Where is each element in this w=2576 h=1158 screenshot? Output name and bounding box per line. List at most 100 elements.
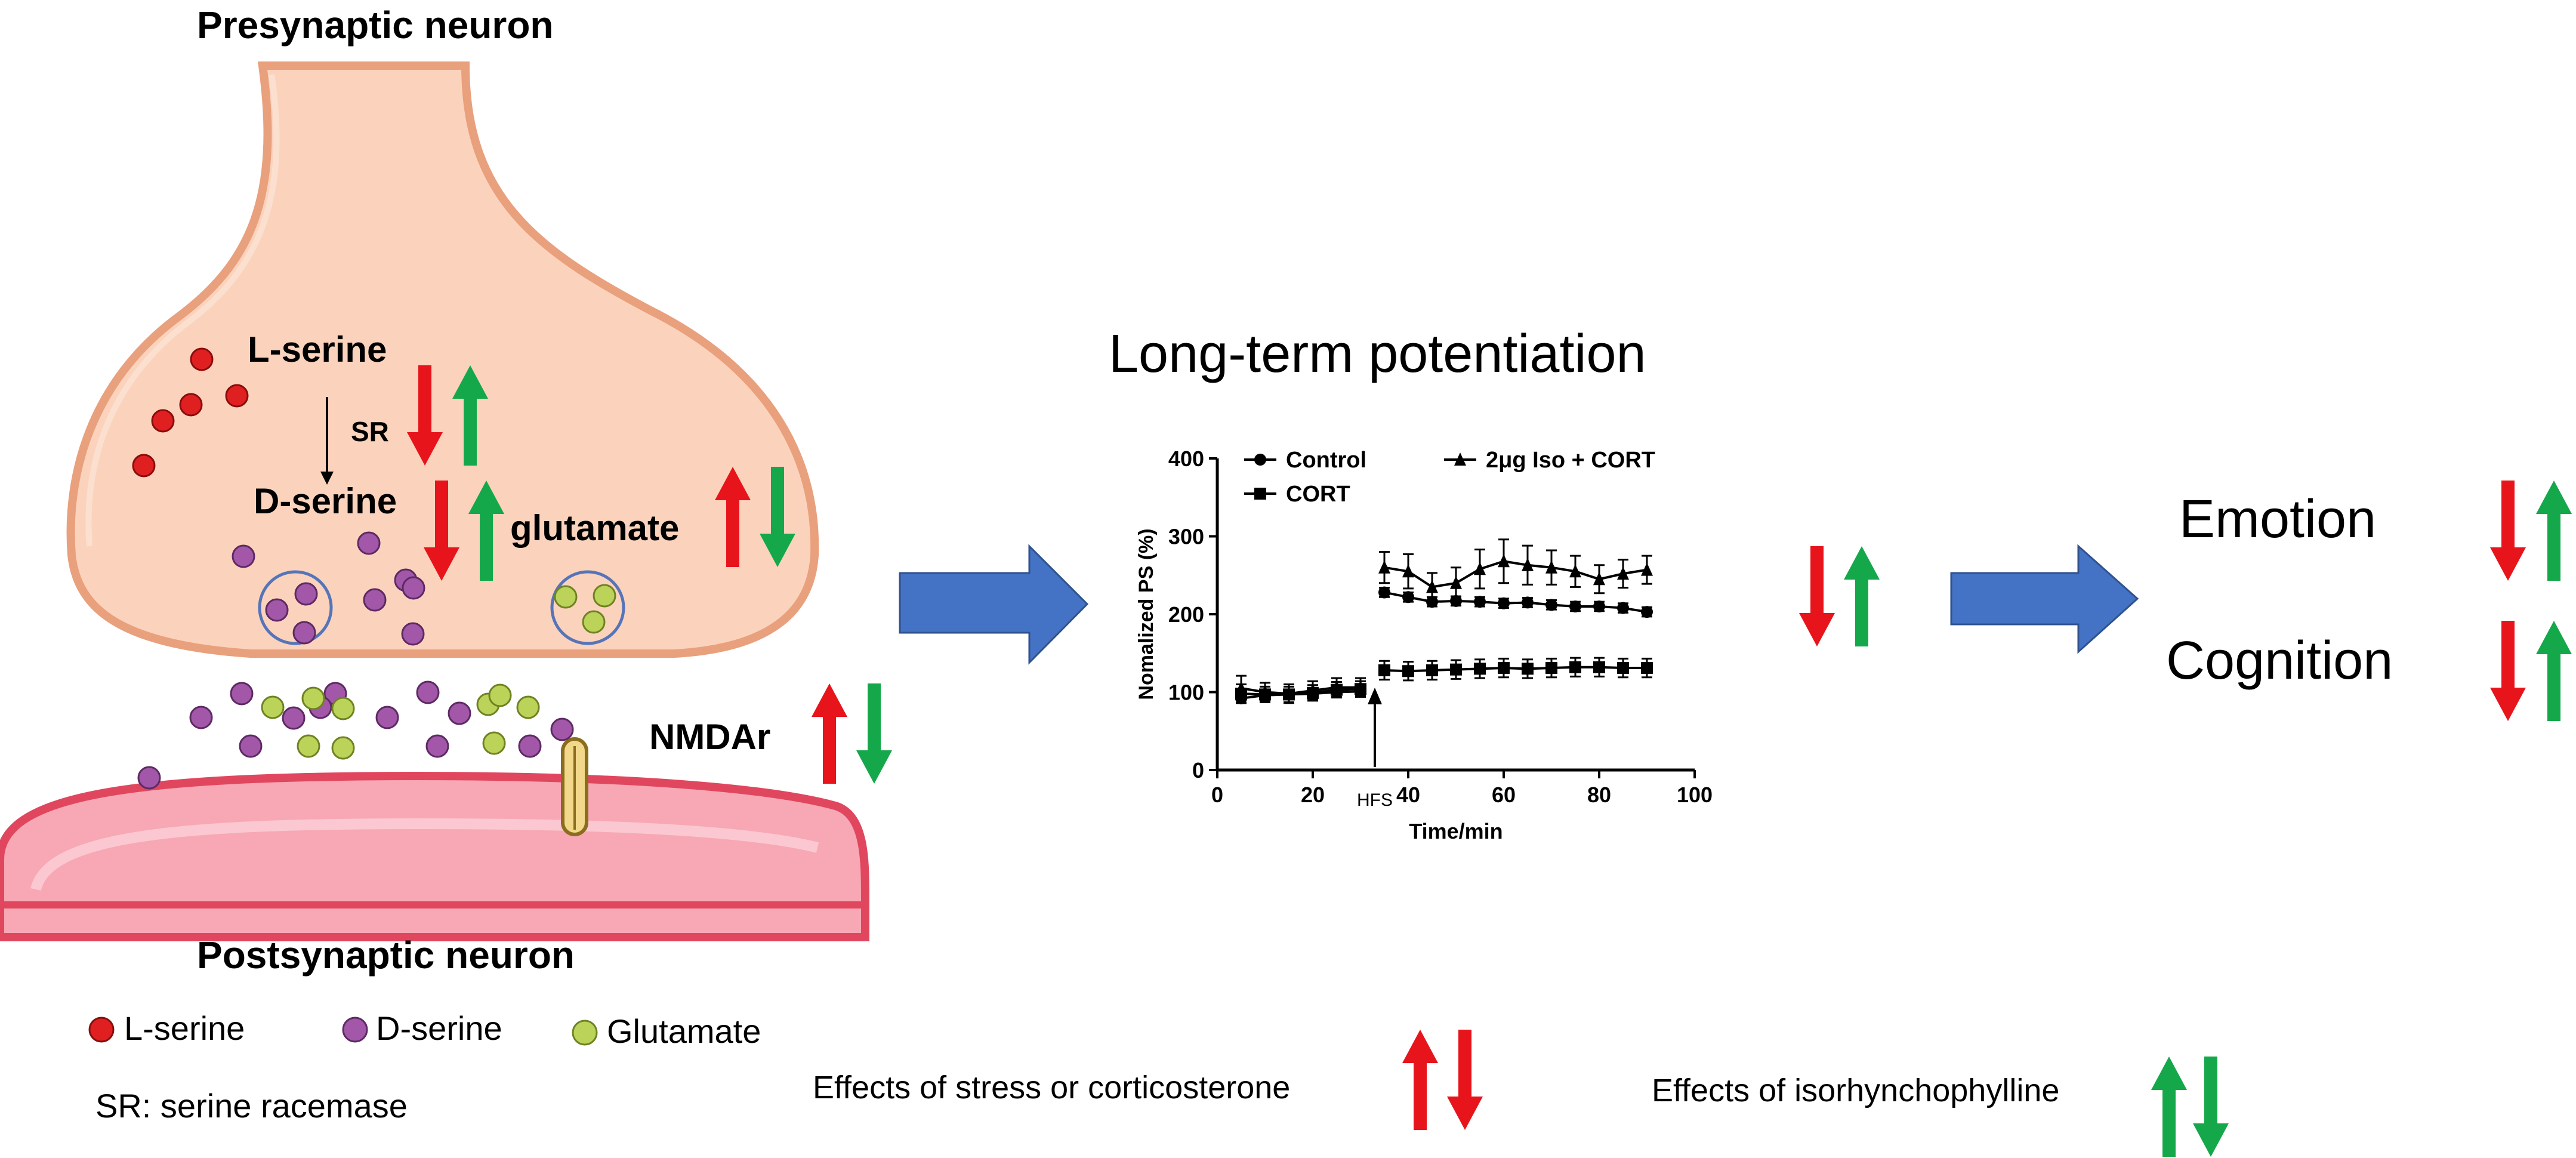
flow-arrow-synapse-to-ltp: [899, 544, 1089, 665]
data-point-triangle: [1498, 554, 1510, 568]
y-tick-label: 300: [1168, 525, 1204, 549]
key-iso-label: Effects of isorhynchophylline: [1652, 1073, 2060, 1108]
data-point-square: [1498, 662, 1510, 675]
cognition-iso-up-arrow: [2536, 621, 2572, 721]
key-stress-down-arrow: [1447, 1030, 1483, 1130]
postsynaptic-label: Postsynaptic neuron: [197, 934, 575, 977]
flow-arrow-ltp-to-outcomes: [1950, 544, 2139, 654]
data-point-triangle: [1355, 680, 1366, 694]
data-point-triangle: [1235, 680, 1247, 694]
series-line-triangle-0: [1241, 686, 1361, 695]
hfs-label: HFS: [1357, 790, 1393, 810]
data-point-circle: [1617, 602, 1629, 614]
emotion-label: Emotion: [2179, 489, 2377, 549]
data-point-circle: [1378, 586, 1390, 599]
hfs-arrow-head: [1368, 688, 1382, 704]
data-point-square: [1569, 661, 1581, 673]
x-tick-label: 0: [1211, 783, 1223, 807]
legend-label: 2μg Iso + CORT: [1486, 448, 1655, 473]
data-point-triangle: [1259, 685, 1271, 698]
data-point-circle: [1474, 596, 1486, 608]
synapse-illustration: [0, 61, 869, 941]
data-point-triangle: [1426, 580, 1438, 593]
dserine-molecules: [137, 531, 574, 790]
data-point-square: [1641, 662, 1653, 675]
x-tick-label: 100: [1677, 783, 1713, 807]
emotion-iso-up-arrow: [2536, 481, 2572, 581]
presynaptic-label: Presynaptic neuron: [197, 4, 554, 47]
ltp-iso-up-arrow: [1844, 546, 1880, 646]
x-tick-label: 60: [1492, 783, 1516, 807]
data-point-triangle: [1378, 560, 1390, 574]
legend-label: Control: [1286, 448, 1366, 473]
legend-sr-note: SR: serine racemase: [95, 1087, 408, 1125]
data-point-square: [1545, 662, 1557, 675]
presynaptic-terminal: [66, 61, 819, 658]
series-line-circle-1: [1384, 591, 1648, 614]
data-point-square: [1593, 661, 1605, 673]
data-point-triangle: [1617, 566, 1629, 580]
y-tick-label: 400: [1168, 446, 1204, 471]
legend-lserine-icon: [88, 1017, 115, 1043]
y-tick-label: 200: [1168, 602, 1204, 627]
key-stress-label: Effects of stress or corticosterone: [813, 1070, 1291, 1105]
legend-marker-triangle: [1454, 452, 1466, 466]
nmdar-iso-down-arrow: [856, 683, 892, 784]
key-iso-up-arrow: [2151, 1057, 2187, 1157]
nmda-receptor: [561, 737, 588, 836]
x-tick-label: 80: [1587, 783, 1611, 807]
key-stress-up-arrow: [1402, 1030, 1438, 1130]
data-point-triangle: [1569, 564, 1581, 578]
data-point-triangle: [1402, 564, 1414, 578]
legend-lserine-label: L-serine: [124, 1009, 245, 1047]
x-axis-label: Time/min: [1409, 819, 1503, 843]
cognition-label: Cognition: [2166, 631, 2393, 691]
data-point-square: [1426, 664, 1438, 676]
legend-label: CORT: [1286, 482, 1350, 507]
key-iso-down-arrow: [2193, 1057, 2229, 1157]
data-point-circle: [1593, 600, 1605, 612]
data-point-triangle: [1307, 683, 1319, 697]
data-point-square: [1522, 663, 1534, 675]
data-point-triangle: [1283, 686, 1295, 700]
data-point-circle: [1522, 596, 1534, 609]
data-point-triangle: [1450, 575, 1462, 589]
data-point-circle: [1545, 599, 1557, 611]
data-point-triangle: [1593, 572, 1605, 586]
x-tick-label: 20: [1301, 783, 1325, 807]
series-line-triangle-1: [1384, 560, 1648, 589]
legend-dserine-label: D-serine: [376, 1009, 502, 1047]
y-tick-label: 0: [1192, 758, 1204, 783]
legend-glutamate-icon: [572, 1020, 598, 1046]
legend-marker-square: [1254, 488, 1266, 500]
series-line-square-1: [1384, 666, 1647, 673]
data-point-triangle: [1522, 558, 1534, 571]
data-point-circle: [1641, 606, 1653, 618]
data-point-square: [1402, 665, 1414, 677]
ltp-stress-down-arrow: [1799, 546, 1835, 646]
data-point-triangle: [1545, 560, 1557, 574]
emotion-stress-down-arrow: [2490, 481, 2526, 581]
lserine-molecules: [132, 347, 249, 478]
legend-dots: [88, 1017, 598, 1046]
cognition-stress-down-arrow: [2490, 621, 2526, 721]
data-point-circle: [1569, 600, 1581, 612]
lserine-label: L-serine: [248, 329, 387, 369]
glutamate-molecules: [261, 584, 616, 760]
data-point-circle: [1402, 591, 1414, 603]
dserine-label: D-serine: [254, 481, 397, 521]
glutamate-vesicle: [550, 570, 625, 645]
dserine-vesicle: [258, 570, 333, 645]
data-point-triangle: [1331, 680, 1343, 694]
legend-marker-circle: [1254, 454, 1266, 466]
data-point-triangle: [1641, 562, 1653, 576]
y-axis-label: Nomalized PS (%): [1135, 528, 1158, 700]
data-point-square: [1617, 662, 1629, 675]
y-tick-label: 100: [1168, 680, 1204, 705]
data-point-square: [1378, 664, 1390, 676]
data-point-triangle: [1474, 562, 1486, 575]
sr-label: SR: [351, 416, 389, 447]
glutamate-label: glutamate: [510, 508, 680, 548]
